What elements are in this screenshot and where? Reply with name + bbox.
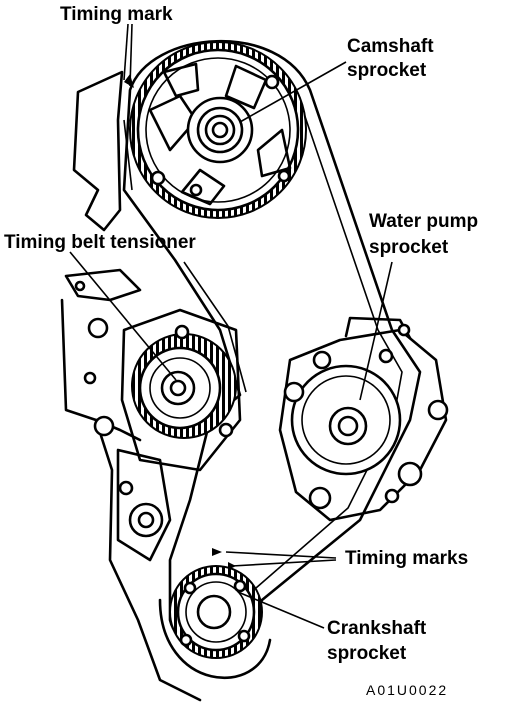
tensioner-drawing: [120, 308, 242, 472]
camshaft-label-line2: sprocket: [347, 60, 427, 81]
water-pump-label-line2: sprocket: [369, 237, 449, 258]
timing-mark-label: Timing mark: [60, 4, 173, 25]
camshaft-label-line1: Camshaft: [347, 36, 434, 57]
water-pump-label-line1: Water pump: [369, 211, 479, 232]
crankshaft-sprocket-drawing: [158, 548, 272, 680]
water-pump-drawing: [278, 316, 449, 522]
tensioner-label: Timing belt tensioner: [4, 232, 196, 253]
engine-block-outline: [60, 70, 202, 702]
crankshaft-label-line2: sprocket: [327, 643, 407, 664]
figure-code: A01U0022: [366, 682, 449, 698]
leader-lines: [69, 23, 393, 629]
timing-marks-label: Timing marks: [345, 548, 469, 569]
crankshaft-label-line1: Crankshaft: [327, 618, 427, 639]
camshaft-sprocket-drawing: [124, 41, 307, 219]
